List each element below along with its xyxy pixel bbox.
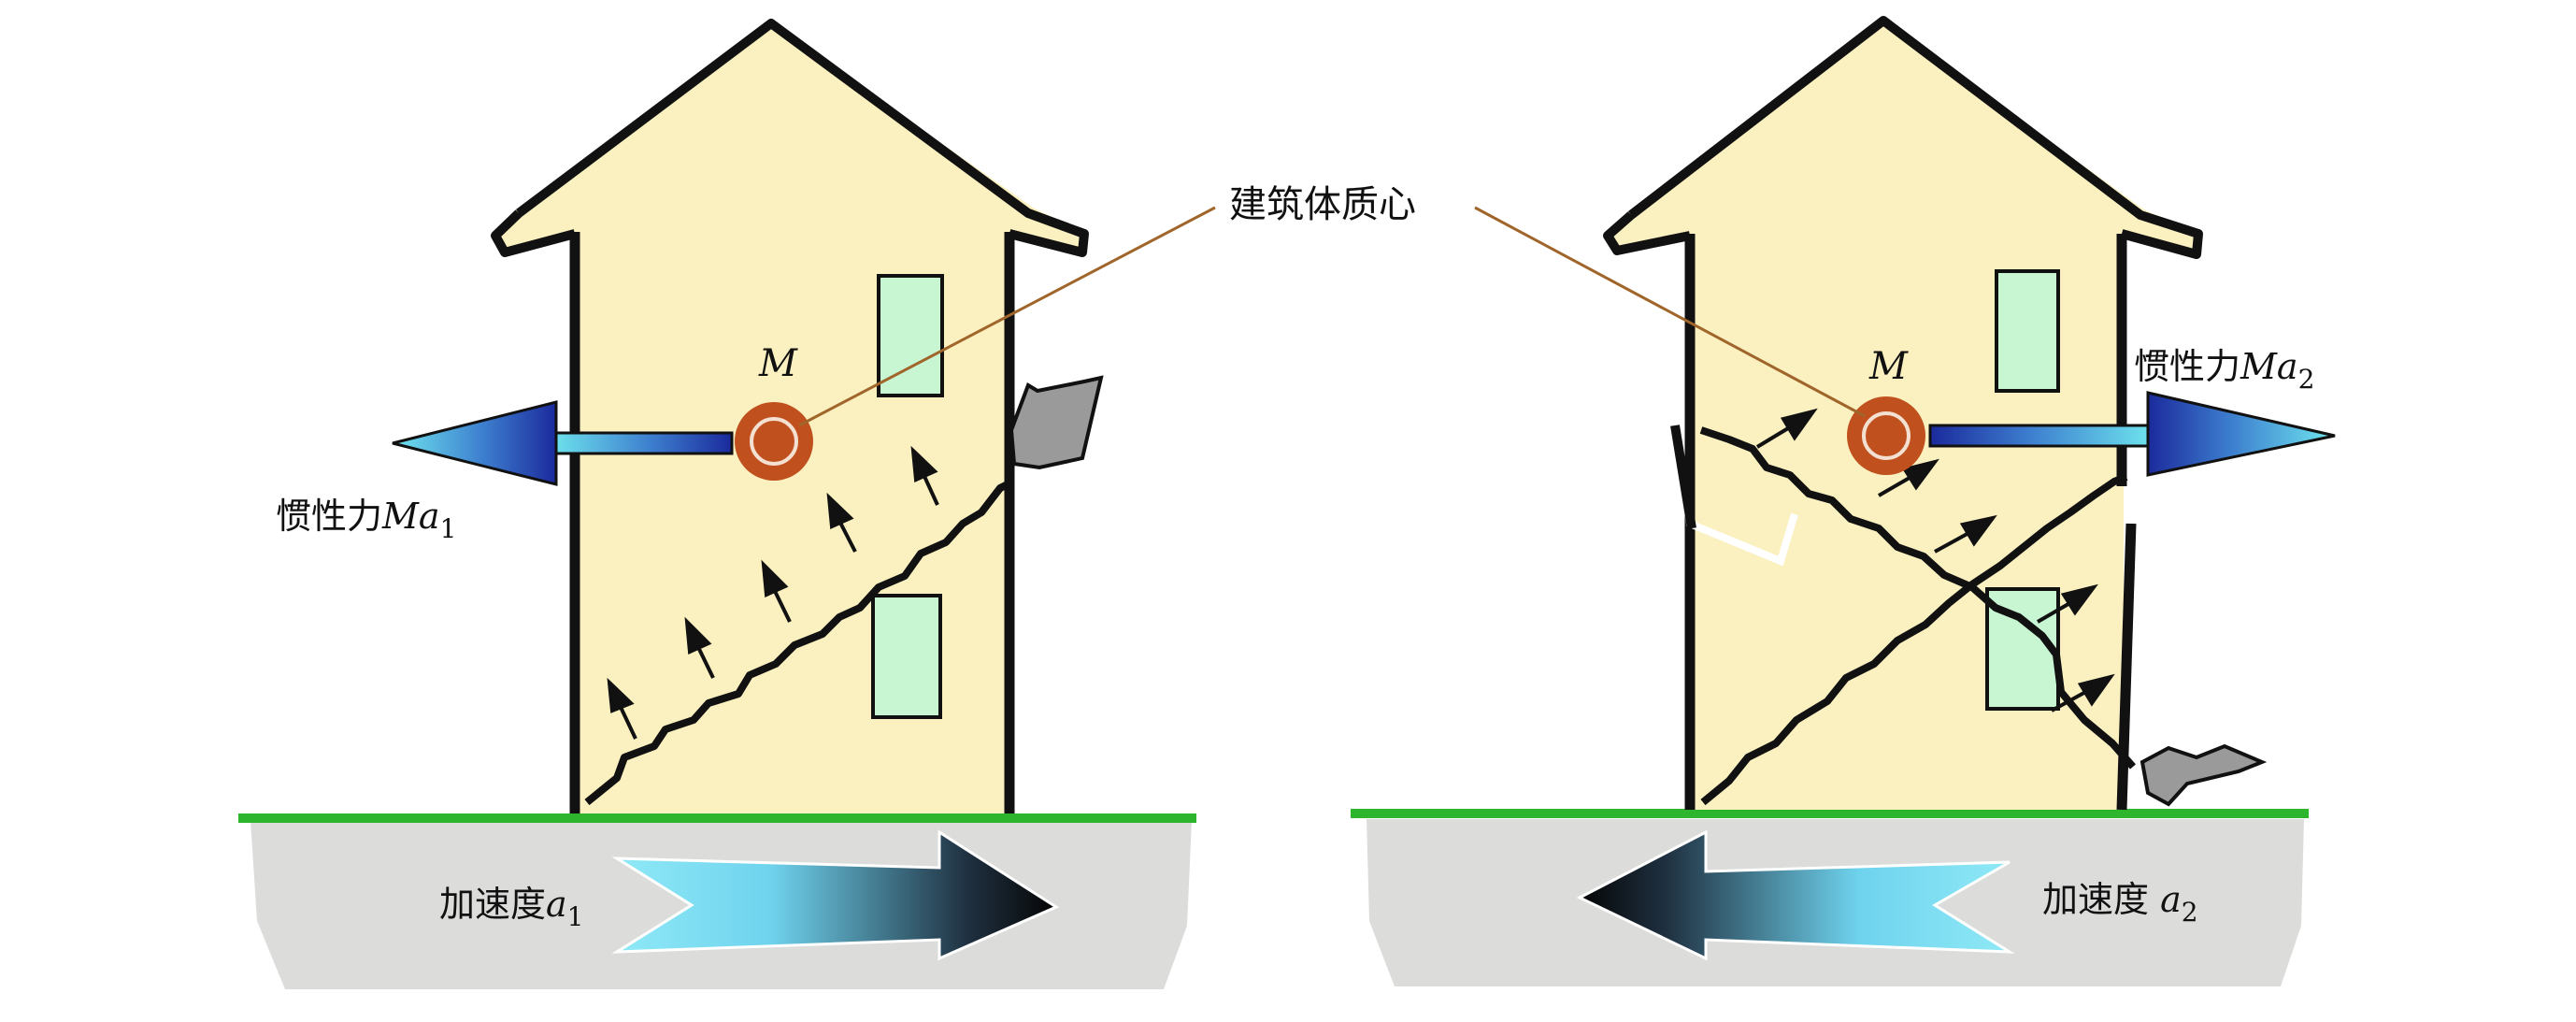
left-panel: M 惯性力Ma1 加速度a1 xyxy=(238,19,1196,989)
right-mass-label: M xyxy=(1868,345,1909,388)
right-inertia-arrow xyxy=(1928,391,2336,477)
right-crack-force-arrows xyxy=(1755,408,2115,713)
leader-line-left xyxy=(798,206,1216,427)
left-window-lower xyxy=(871,594,942,719)
right-debris xyxy=(2140,743,2268,807)
left-crack-force-arrows xyxy=(607,445,939,740)
right-acceleration-arrow xyxy=(1576,829,2015,961)
left-acceleration-arrow xyxy=(611,829,1060,961)
left-inertia-label: 惯性力Ma1 xyxy=(276,496,456,544)
right-broken-wall-edge xyxy=(1670,425,1696,529)
leader-line-right xyxy=(1474,206,1866,418)
left-acceleration-label: 加速度a1 xyxy=(439,884,584,932)
center-of-mass-callout: 建筑体质心 xyxy=(798,183,1866,427)
right-panel: M 惯性力Ma2 加速度 a2 xyxy=(1351,16,2336,986)
right-acceleration-label: 加速度 a2 xyxy=(2042,879,2198,928)
left-debris xyxy=(1009,375,1104,470)
left-mass-center xyxy=(735,402,813,481)
left-window-upper xyxy=(877,274,944,397)
left-mass-label: M xyxy=(758,342,798,385)
right-roof xyxy=(1603,16,2203,259)
left-crack xyxy=(584,479,1013,806)
right-inertia-label: 惯性力Ma2 xyxy=(2134,346,2314,395)
right-window-upper xyxy=(1995,269,2060,393)
center-of-mass-title: 建筑体质心 xyxy=(1229,183,1416,226)
right-mass-center xyxy=(1847,396,1925,475)
left-roof xyxy=(491,19,1089,257)
right-crack-a xyxy=(1699,426,2137,770)
right-crack-b xyxy=(1700,473,2128,806)
left-inertia-arrow xyxy=(392,400,734,486)
